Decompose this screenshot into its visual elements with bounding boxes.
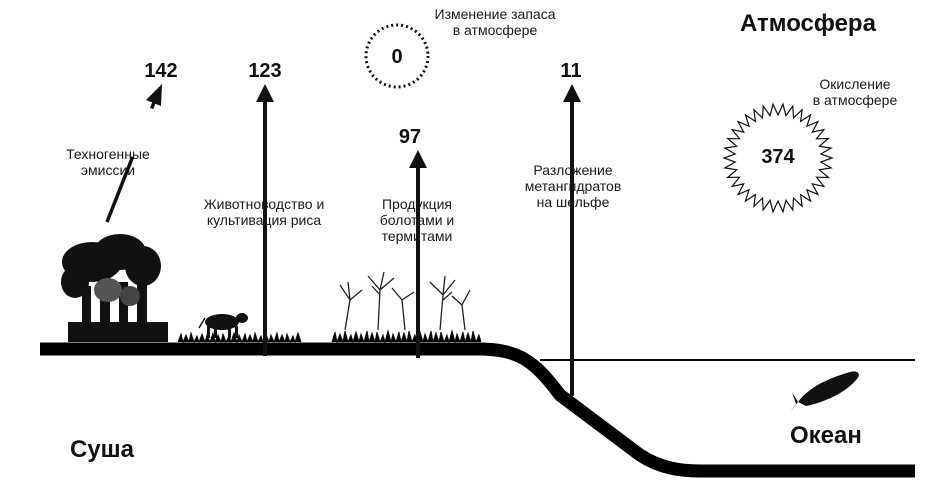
land-label: Суша [70, 436, 135, 463]
hydrates-label-line: метангидратов [524, 178, 622, 194]
emissions-label-line: эмиссии [80, 162, 136, 178]
storage-change-circle [364, 23, 430, 89]
ocean-label: Океан [790, 422, 862, 449]
wetlands-label-line: болотами и [379, 212, 455, 228]
storage-change-label-line: в атмосфере [452, 22, 538, 38]
oxidation-sun-icon [722, 102, 834, 214]
livestock-label: Животноводство и культивация риса [190, 196, 338, 228]
wetlands-label-line: термитами [381, 228, 453, 244]
emissions-label-line: Техногенные [66, 146, 150, 162]
fish-icon [790, 371, 859, 412]
emissions-label: Техногенные эмиссии [48, 146, 168, 178]
storage-change-value: 0 [391, 46, 403, 68]
cow-icon [198, 313, 248, 338]
livestock-label-line: Животноводство и [203, 196, 325, 212]
hydrates-label: Разложение метангидратов на шельфе [508, 162, 638, 210]
wetlands-value: 97 [398, 126, 422, 148]
oxidation-label-line: Окисление [819, 76, 891, 92]
oxidation-value: 374 [761, 146, 795, 168]
storage-change-label-line: Изменение запаса [434, 6, 556, 22]
wetlands-label: Продукция болотами и термитами [362, 196, 472, 244]
hydrates-label-line: на шельфе [536, 194, 610, 210]
livestock-label-line: культивация риса [206, 212, 322, 228]
flux-arrow-hydrates [563, 84, 581, 396]
atmosphere-label: Атмосфера [740, 10, 876, 37]
oxidation-label: Окисление в атмосфере [800, 76, 910, 108]
wetlands-label-line: Продукция [381, 196, 453, 212]
grass-strip-pasture [177, 331, 302, 344]
livestock-value: 123 [248, 60, 282, 82]
hydrates-label-line: Разложение [533, 162, 613, 178]
flux-arrow-emissions [105, 84, 162, 223]
flux-arrow-wetlands [409, 150, 427, 358]
factory-icon [61, 234, 168, 342]
wetland-shrubs-icon [339, 271, 471, 331]
grass-strip-wetland [331, 329, 482, 344]
hydrates-value: 11 [560, 60, 582, 82]
storage-change-label: Изменение запаса в атмосфере [420, 6, 570, 38]
oxidation-label-line: в атмосфере [812, 92, 898, 108]
flux-arrow-livestock [256, 84, 274, 356]
land-surface-line [40, 342, 915, 478]
emissions-value: 142 [144, 60, 178, 82]
